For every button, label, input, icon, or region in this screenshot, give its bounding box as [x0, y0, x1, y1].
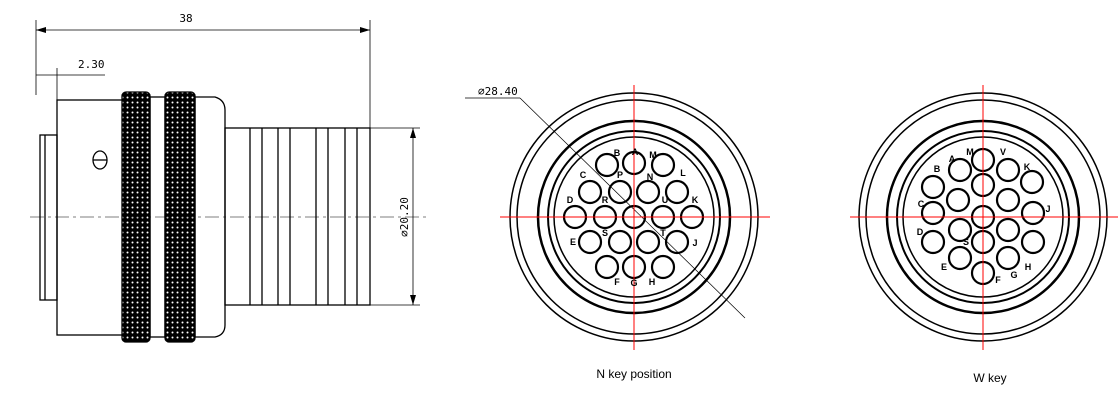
contact-pin — [920, 229, 946, 255]
pin-label: T — [660, 228, 666, 238]
contact-pin — [1020, 229, 1046, 255]
side-view — [30, 20, 430, 343]
contact-pin — [920, 174, 946, 200]
contact-pin — [664, 179, 690, 205]
pin-label: K — [1024, 162, 1031, 172]
contact-pin — [947, 217, 973, 243]
pin-label: A — [949, 154, 956, 164]
pin-label: E — [570, 237, 576, 247]
contact-pin — [650, 254, 676, 280]
pin-label: G — [1010, 270, 1017, 280]
pin-label: E — [941, 262, 947, 272]
contact-pin — [995, 245, 1021, 271]
contact-pin — [577, 179, 603, 205]
contact-pin — [995, 217, 1021, 243]
contact-pin — [635, 179, 661, 205]
contact-pin — [920, 200, 946, 226]
pin-label: B — [614, 148, 621, 158]
pin-label: P — [617, 170, 623, 180]
pin-label: H — [1025, 262, 1032, 272]
pin-label: G — [630, 278, 637, 288]
pin-label: U — [662, 195, 669, 205]
pin-label: H — [649, 277, 656, 287]
pin-label: L — [680, 168, 686, 178]
pin-label: R — [602, 195, 609, 205]
outer-diameter-dimension: ∅28.40 — [478, 85, 518, 98]
pin-label: C — [918, 199, 925, 209]
contact-pin — [607, 229, 633, 255]
contact-pin — [635, 229, 661, 255]
length-dimension: 38 — [179, 12, 192, 25]
w-key-view — [850, 85, 1118, 350]
pin-label: M — [649, 150, 657, 160]
contact-pin — [945, 187, 971, 213]
pin-label: D — [567, 195, 574, 205]
contact-pin — [995, 187, 1021, 213]
pin-label: B — [934, 164, 941, 174]
contact-pin — [1020, 200, 1046, 226]
n-key-caption: N key position — [596, 367, 671, 381]
pin-label: A — [632, 147, 639, 157]
contact-pin — [995, 157, 1021, 183]
pin-label: V — [1000, 147, 1006, 157]
contact-pin — [594, 254, 620, 280]
pin-label: C — [580, 170, 587, 180]
pin-label: F — [995, 275, 1001, 285]
contact-pin — [664, 229, 690, 255]
pin-label: S — [963, 237, 969, 247]
pin-label: M — [966, 147, 974, 157]
pin-label: K — [692, 195, 699, 205]
n-key-view — [465, 85, 770, 350]
contact-pin — [947, 157, 973, 183]
contact-pin — [947, 245, 973, 271]
contact-pin — [577, 229, 603, 255]
pin-label: F — [614, 277, 620, 287]
diameter-dimension: ∅20.20 — [398, 197, 411, 237]
pin-label: N — [647, 172, 654, 182]
contact-pin — [650, 152, 676, 178]
w-key-caption: W key — [973, 371, 1006, 385]
pin-label: J — [1045, 204, 1050, 214]
contact-pin — [1019, 169, 1045, 195]
pin-label: S — [602, 228, 608, 238]
pin-label: J — [692, 238, 697, 248]
offset-dimension: 2.30 — [78, 58, 105, 71]
pin-label: D — [917, 227, 924, 237]
contact-pin — [607, 179, 633, 205]
contact-pin — [594, 152, 620, 178]
